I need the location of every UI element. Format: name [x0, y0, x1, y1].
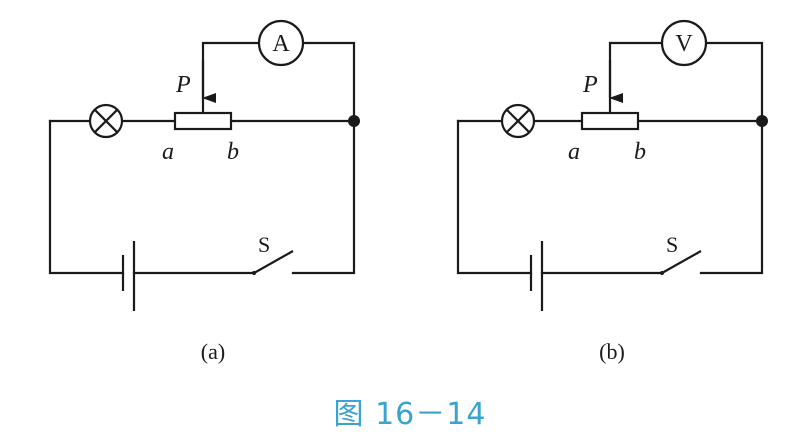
slider-label-b: P	[582, 72, 598, 98]
rheostat-b	[580, 111, 640, 131]
slider-label-a: P	[175, 72, 191, 98]
circuit-panel-b: V P a b S (b)	[456, 19, 768, 364]
end-label-b-a: b	[227, 139, 239, 165]
end-label-a-a: a	[162, 139, 174, 165]
end-label-a-b: a	[568, 139, 580, 165]
battery-icon-a	[121, 241, 136, 311]
switch-icon-a	[252, 250, 294, 275]
sub-caption-a: (a)	[201, 339, 225, 364]
switch-label-b: S	[666, 232, 678, 257]
junction-dot-a	[348, 115, 360, 127]
wire-left-side-a	[48, 119, 125, 275]
switch-label-a: S	[258, 232, 270, 257]
wire-meter-to-junction-a	[301, 41, 356, 123]
lamp-icon-b	[500, 103, 536, 139]
wire-left-side-b	[456, 119, 533, 275]
ammeter-icon: A	[257, 19, 305, 67]
wire-right-side-b	[699, 119, 764, 275]
ammeter-symbol: A	[272, 31, 290, 57]
end-label-b-b: b	[634, 139, 646, 165]
wire-slider-branch-a	[201, 41, 261, 114]
figure-caption: 图 16－14	[334, 397, 487, 432]
wire-right-side-a	[291, 119, 356, 275]
wire-slider-branch-b	[608, 41, 664, 114]
lamp-icon-a	[88, 103, 124, 139]
wire-meter-to-junction-b	[704, 41, 764, 123]
junction-dot-b	[756, 115, 768, 127]
sub-caption-b: (b)	[599, 339, 625, 364]
voltmeter-symbol: V	[675, 31, 693, 57]
rheostat-a	[173, 111, 233, 131]
switch-icon-b	[660, 250, 702, 275]
circuit-panel-a: A P a b S (a)	[48, 19, 360, 364]
voltmeter-icon: V	[660, 19, 708, 67]
battery-icon-b	[529, 241, 544, 311]
